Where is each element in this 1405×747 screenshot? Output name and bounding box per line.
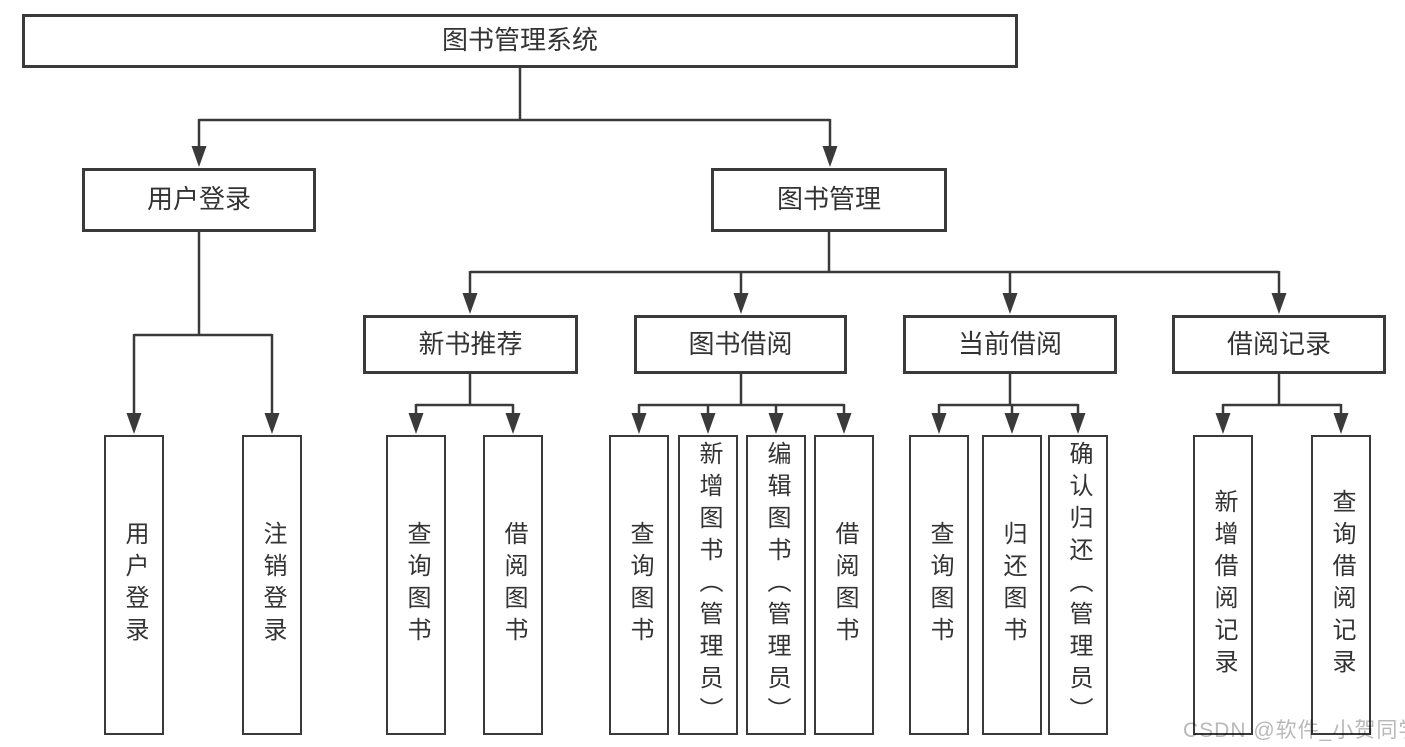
leaf-label: 查询借阅记录	[1328, 489, 1355, 681]
leaf-label: 查询图书	[626, 521, 653, 649]
leaf-label: 借阅图书	[500, 521, 527, 649]
leaf-query-borrow-record: 查询借阅记录	[1311, 435, 1371, 735]
node-library-management-system: 图书管理系统	[22, 14, 1018, 68]
leaf-return-books: 归还图书	[982, 435, 1042, 735]
leaf-label: 新增图书（管理员）	[695, 441, 722, 729]
leaf-query-books-borrow: 查询图书	[609, 435, 669, 735]
leaf-label: 确认归还（管理员）	[1065, 441, 1092, 729]
leaf-borrow-books-recommend: 借阅图书	[483, 435, 543, 735]
leaf-confirm-return-admin: 确认归还（管理员）	[1048, 435, 1108, 735]
node-label: 新书推荐	[418, 328, 523, 359]
node-book-borrow: 图书借阅	[634, 315, 847, 374]
leaf-add-books-admin: 新增图书（管理员）	[678, 435, 738, 735]
leaf-label: 编辑图书（管理员）	[763, 441, 790, 729]
leaf-borrow-books: 借阅图书	[814, 435, 874, 735]
leaf-label: 注销登录	[259, 521, 286, 649]
node-label: 图书借阅	[688, 328, 793, 359]
leaf-query-books-current: 查询图书	[909, 435, 969, 735]
node-label: 借阅记录	[1226, 328, 1331, 359]
leaf-edit-books-admin: 编辑图书（管理员）	[746, 435, 806, 735]
node-label: 图书管理	[776, 184, 881, 215]
leaf-label: 用户登录	[121, 521, 148, 649]
leaf-label: 归还图书	[999, 521, 1026, 649]
leaf-logout: 注销登录	[242, 435, 302, 735]
leaf-label: 查询图书	[926, 521, 953, 649]
node-label: 当前借阅	[957, 328, 1062, 359]
node-current-borrow: 当前借阅	[903, 315, 1117, 374]
leaf-add-borrow-record: 新增借阅记录	[1193, 435, 1253, 735]
node-label: 图书管理系统	[441, 25, 598, 56]
node-user-login: 用户登录	[82, 168, 316, 232]
csdn-watermark: CSDN @软件_小贺同学	[1183, 719, 1405, 742]
leaf-label: 新增借阅记录	[1210, 489, 1237, 681]
node-new-book-recommend: 新书推荐	[363, 315, 578, 374]
leaf-label: 借阅图书	[831, 521, 858, 649]
leaf-user-login: 用户登录	[104, 435, 164, 735]
node-label: 用户登录	[146, 184, 251, 215]
leaf-query-books-recommend: 查询图书	[386, 435, 446, 735]
leaf-label: 查询图书	[403, 521, 430, 649]
node-book-management: 图书管理	[711, 168, 947, 232]
node-borrow-records: 借阅记录	[1172, 315, 1386, 374]
